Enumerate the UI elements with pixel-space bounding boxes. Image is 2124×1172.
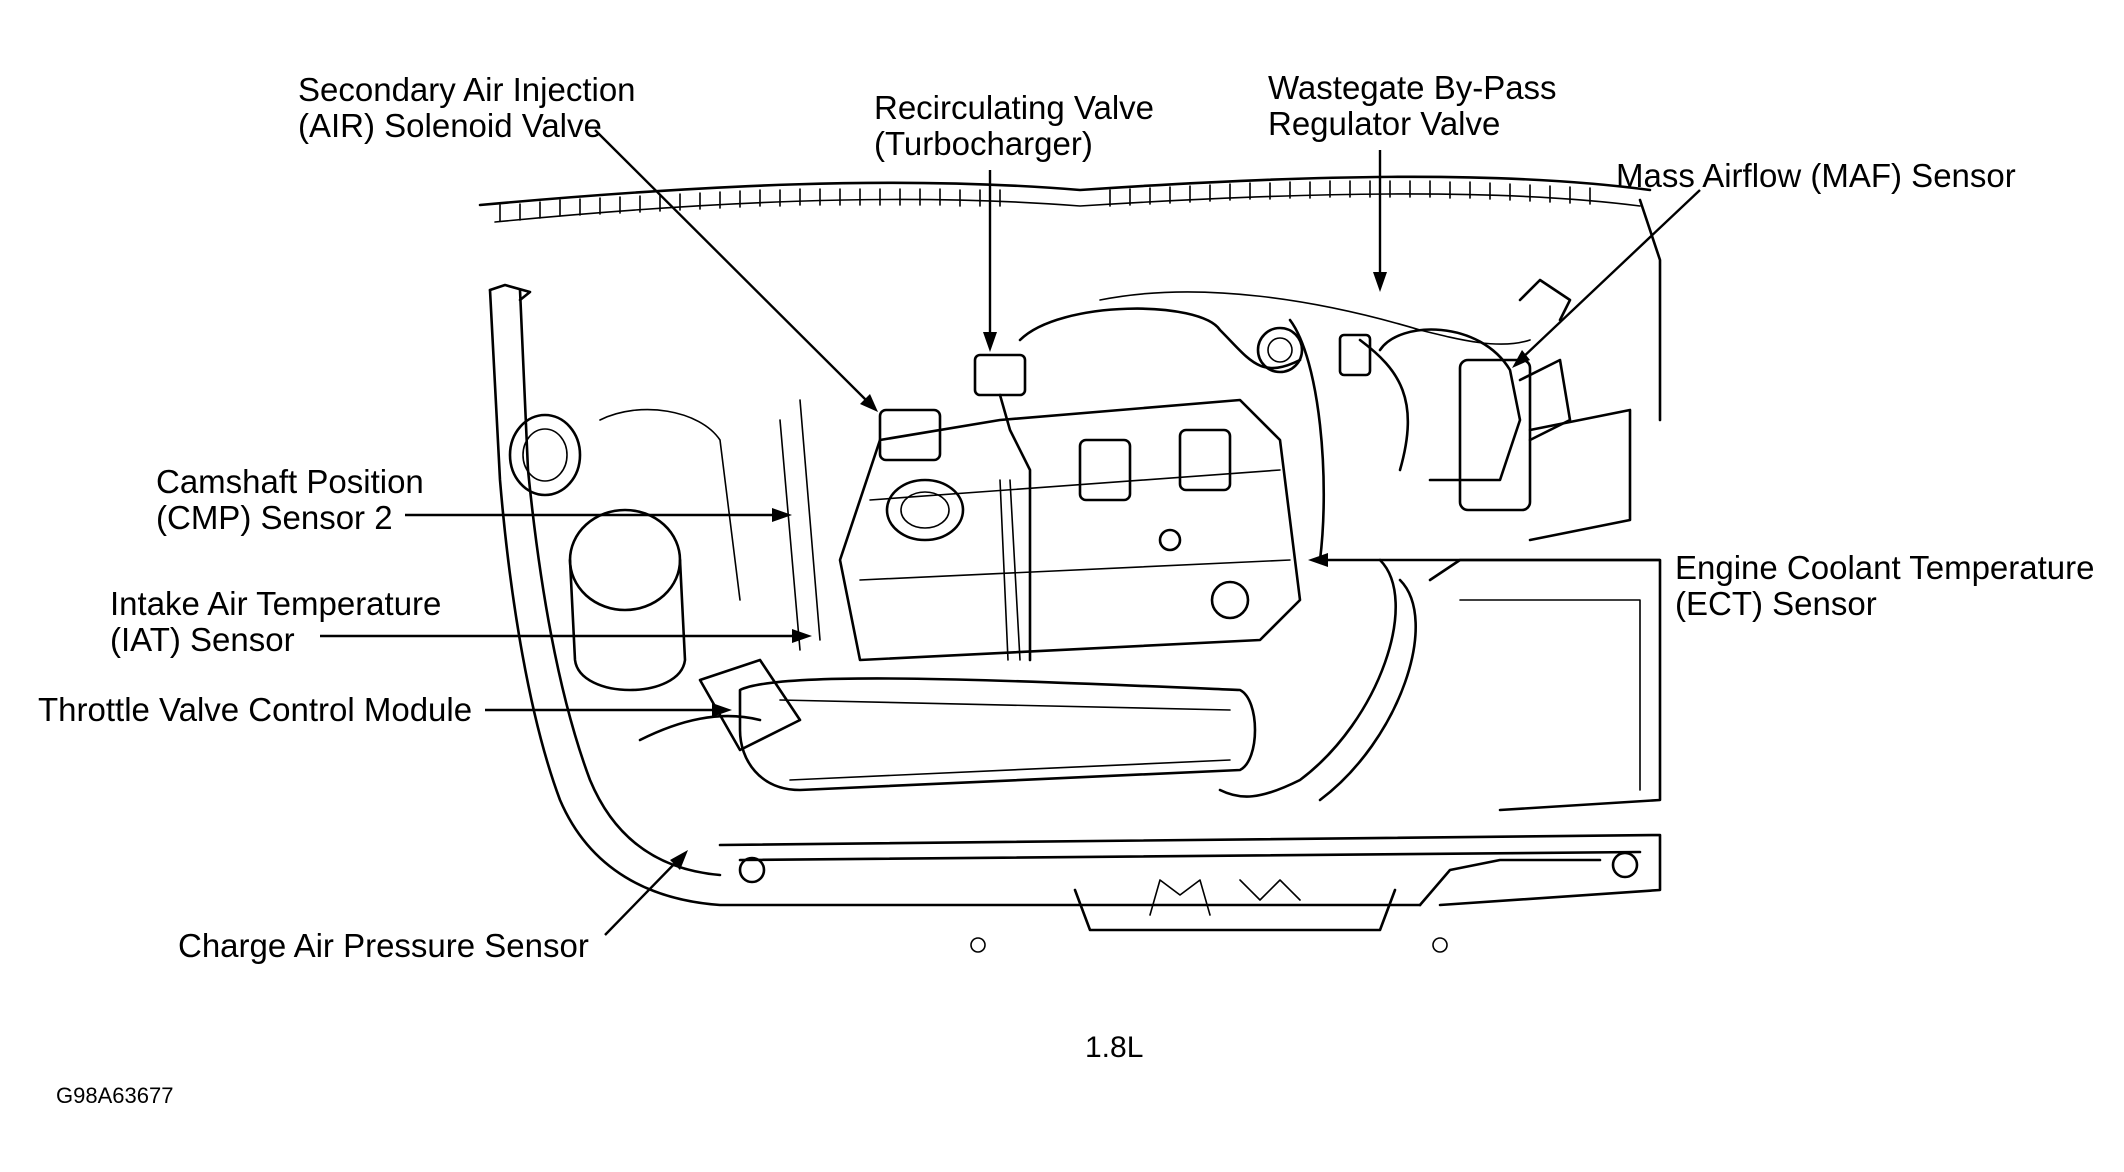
reservoir [508, 408, 741, 692]
intake-pipe [638, 658, 1257, 792]
front-crossmember [718, 833, 1662, 953]
callout-charge-air-pressure-sensor: Charge Air Pressure Sensor [178, 927, 589, 964]
wastegate-valve [1256, 326, 1372, 377]
callout-wastegate-regulator-valve: Wastegate By-Pass Regulator Valve [1268, 69, 1557, 142]
hoses [999, 291, 1531, 802]
callout-throttle-valve-module: Throttle Valve Control Module [38, 691, 473, 728]
maf-airbox [1378, 278, 1632, 542]
figure-code: G98A63677 [56, 1083, 174, 1108]
leader-lines [320, 129, 1701, 936]
callout-cmp-sensor-2: Camshaft Position (CMP) Sensor 2 [156, 463, 424, 536]
body-outline [488, 198, 1662, 907]
recirculating-valve-body [973, 353, 1032, 662]
callout-iat-sensor: Intake Air Temperature (IAT) Sensor [110, 585, 442, 658]
callout-ect-sensor: Engine Coolant Temperature (ECT) Sensor [1675, 549, 2095, 622]
callout-secondary-air-solenoid: Secondary Air Injection (AIR) Solenoid V… [298, 71, 636, 144]
figure-engine-label: 1.8L [1085, 1031, 1144, 1064]
engine-block [779, 398, 1302, 662]
callout-recirculating-valve: Recirculating Valve (Turbocharger) [874, 89, 1155, 162]
hood-seal [478, 175, 1652, 223]
callout-maf-sensor: Mass Airflow (MAF) Sensor [1616, 157, 2016, 194]
